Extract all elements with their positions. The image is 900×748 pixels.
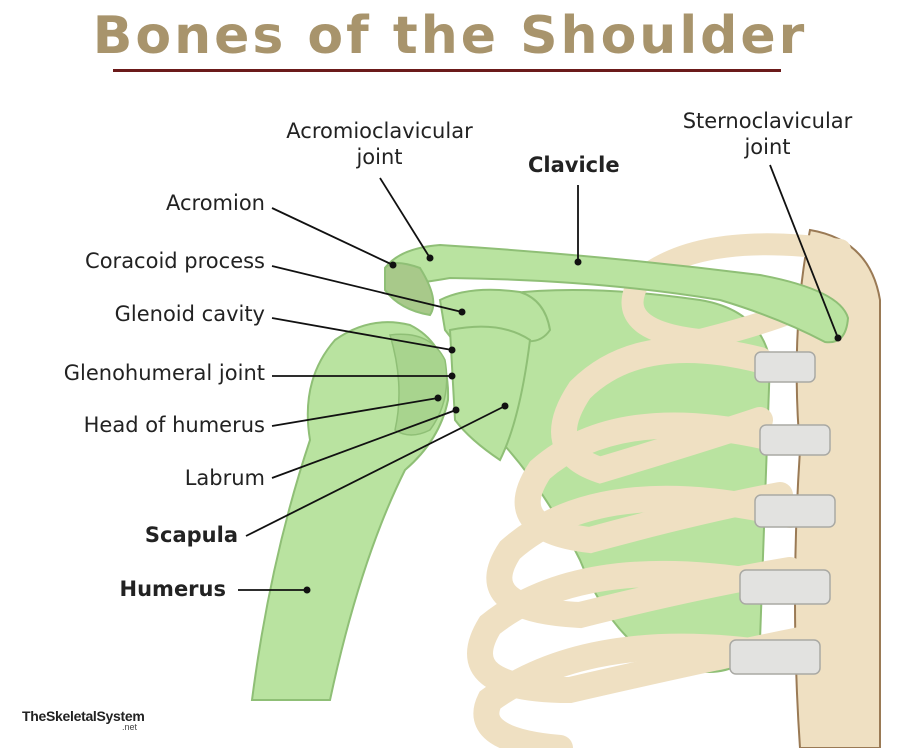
label-glenohumeral-joint: Glenohumeral joint (63, 361, 265, 385)
brand-logo-suffix: .net (122, 722, 138, 732)
label-acromioclavicular-line2: joint (356, 145, 403, 169)
title-underline (113, 69, 781, 72)
label-head-of-humerus: Head of humerus (83, 413, 265, 437)
label-labrum: Labrum (184, 466, 265, 490)
rib-5 (473, 633, 823, 748)
label-scapula: Scapula (144, 523, 238, 547)
rib-upper (621, 233, 851, 352)
label-acromioclavicular-line1: Acromioclavicular (286, 119, 473, 143)
costal-cartilages (729, 351, 836, 675)
label-humerus: Humerus (119, 577, 226, 601)
leader-lines (238, 164, 839, 591)
page-title: Bones of the Shoulder (92, 6, 808, 66)
rib-2 (514, 412, 793, 554)
label-acromioclavicular-joint: Acromioclavicular joint (262, 118, 497, 170)
brand-logo: TheSkeletalSystem (22, 708, 145, 724)
label-glenoid-cavity: Glenoid cavity (114, 302, 265, 326)
label-sternoclavicular-joint: Sternoclavicular joint (660, 108, 875, 160)
rib-4 (467, 560, 813, 704)
head-of-humerus (389, 333, 448, 436)
label-coracoid-process: Coracoid process (85, 249, 265, 273)
rib-cage (467, 233, 851, 748)
rib-3 (486, 485, 803, 629)
scapula-neck (448, 325, 532, 462)
rib-1 (551, 337, 773, 484)
label-sternoclavicular-line1: Sternoclavicular (682, 109, 853, 133)
leader-dots (303, 254, 842, 594)
label-clavicle: Clavicle (528, 153, 620, 177)
label-sternoclavicular-line2: joint (744, 135, 791, 159)
label-acromion: Acromion (165, 191, 265, 215)
